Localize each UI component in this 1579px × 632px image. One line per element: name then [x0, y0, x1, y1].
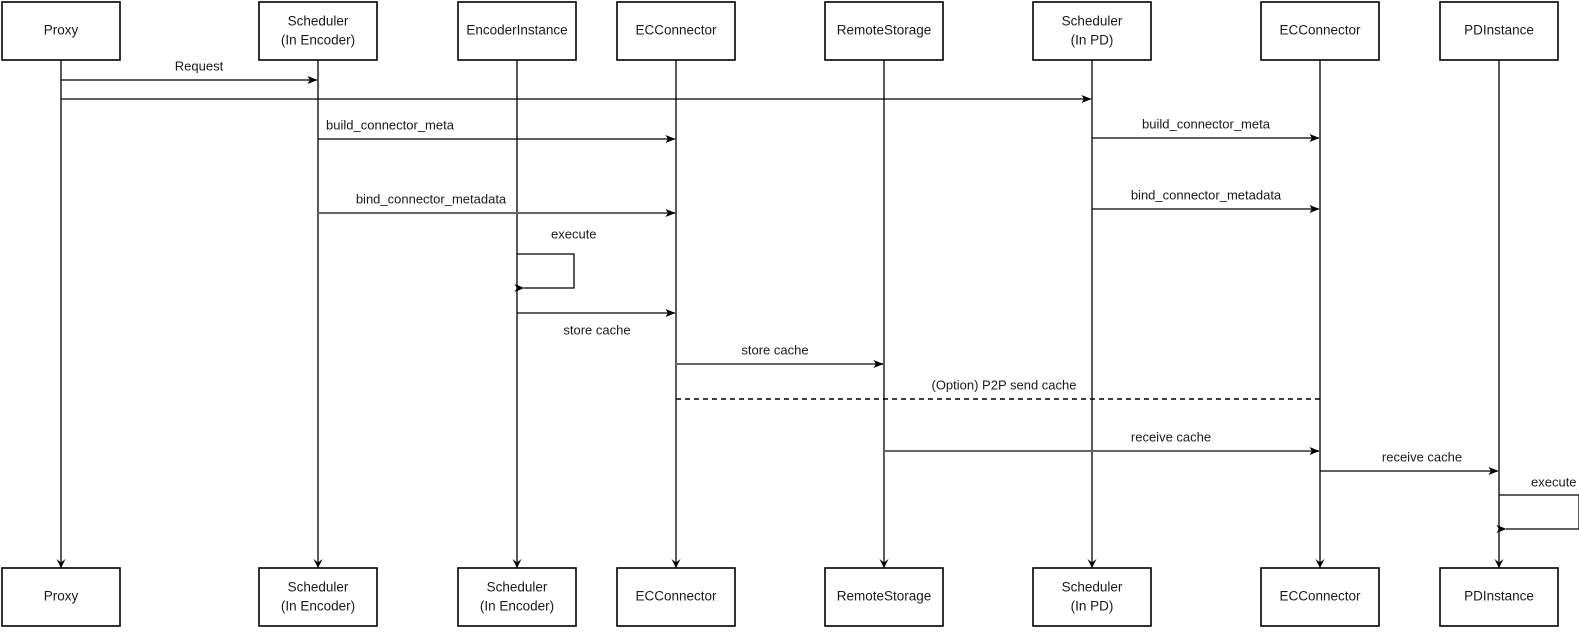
self-loop-path-sl1 — [514, 253, 575, 292]
message-m4[interactable]: build_connector_meta — [1092, 116, 1320, 142]
message-label-m5: bind_connector_metadata — [356, 191, 507, 206]
message-label-m4: build_connector_meta — [1142, 116, 1271, 131]
participant-bottom-rect-pd_inst — [1439, 567, 1559, 627]
participant-top-rect-proxy — [1, 1, 121, 61]
lifeline-end-arrow-pd_inst — [1494, 559, 1504, 568]
self-loop-label-sl2: execute — [1531, 474, 1577, 489]
message-m7[interactable]: store cache — [517, 309, 676, 337]
lifeline-end-arrow-sched_pd — [1087, 559, 1097, 568]
participant-top-rect-sched_pd — [1032, 1, 1152, 61]
lifeline-end-arrow-proxy — [56, 559, 66, 568]
message-m1[interactable]: Request — [61, 58, 318, 84]
message-label-m10: receive cache — [1131, 429, 1211, 444]
messages-layer: Request build_connector_meta build_connect… — [61, 58, 1499, 475]
participant-bottom-label-line2-sched_enc: (In Encoder) — [281, 599, 355, 614]
message-label-m7: store cache — [563, 322, 630, 337]
participant-bottom-label-line2-encoder_inst: (In Encoder) — [480, 599, 554, 614]
participant-top-rect-ec_conn_2 — [1260, 1, 1380, 61]
message-m11[interactable]: receive cache — [1320, 449, 1499, 475]
participant-bottom-encoder_inst[interactable]: Scheduler (In Encoder) — [457, 567, 577, 627]
participant-bottom-rect-remote — [824, 567, 944, 627]
message-m8[interactable]: store cache — [676, 342, 884, 368]
lifeline-end-arrow-sched_enc — [313, 559, 323, 568]
message-label-m3: build_connector_meta — [326, 117, 455, 132]
lifeline-end-arrow-ec_conn_2 — [1315, 559, 1325, 568]
message-label-m6: bind_connector_metadata — [1131, 187, 1282, 202]
participant-top-label-proxy: Proxy — [44, 23, 79, 38]
participant-top-rect-remote — [824, 1, 944, 61]
participant-bottom-rect-encoder_inst — [457, 567, 577, 627]
participant-bottom-rect-sched_enc — [258, 567, 378, 627]
participant-top-label-pd_inst: PDInstance — [1464, 23, 1534, 38]
message-m6[interactable]: bind_connector_metadata — [1092, 187, 1320, 213]
participant-bottom-pd_inst[interactable]: PDInstance — [1439, 567, 1559, 627]
participant-top-remote[interactable]: RemoteStorage — [824, 1, 944, 61]
participant-bottom-rect-sched_pd — [1032, 567, 1152, 627]
message-label-m11: receive cache — [1382, 449, 1462, 464]
participant-bottom-sched_pd[interactable]: Scheduler (In PD) — [1032, 567, 1152, 627]
message-m5[interactable]: bind_connector_metadata — [318, 191, 676, 217]
participant-bottom-label-pd_inst: PDInstance — [1464, 589, 1534, 604]
participant-top-pd_inst[interactable]: PDInstance — [1439, 1, 1559, 61]
participant-bottom-label-line1-encoder_inst: Scheduler — [487, 580, 548, 595]
participant-top-rect-pd_inst — [1439, 1, 1559, 61]
participant-top-rect-ec_conn_1 — [616, 1, 736, 61]
participant-bottom-rect-proxy — [1, 567, 121, 627]
participant-top-label-remote: RemoteStorage — [837, 23, 932, 38]
message-m10[interactable]: receive cache — [884, 429, 1320, 455]
self-loops-layer: execute execute — [514, 226, 1579, 533]
participant-bottom-label-ec_conn_2: ECConnector — [1279, 589, 1361, 604]
participant-top-sched_enc[interactable]: Scheduler (In Encoder) — [258, 1, 378, 61]
message-m3[interactable]: build_connector_meta — [318, 117, 676, 143]
participant-bottom-rect-ec_conn_2 — [1260, 567, 1380, 627]
participant-top-label-line2-sched_pd: (In PD) — [1071, 33, 1114, 48]
participant-top-ec_conn_1[interactable]: ECConnector — [616, 1, 736, 61]
participant-bottom-label-line1-sched_pd: Scheduler — [1062, 580, 1123, 595]
lifeline-end-arrow-remote — [879, 559, 889, 568]
message-label-m8: store cache — [741, 342, 808, 357]
participant-top-label-line1-sched_enc: Scheduler — [288, 14, 349, 29]
participant-bottom-label-remote: RemoteStorage — [837, 589, 932, 604]
self-loop-sl1[interactable]: execute — [514, 226, 597, 292]
lifeline-end-arrow-encoder_inst — [512, 559, 522, 568]
bottom-participant-boxes: Proxy Scheduler (In Encoder) Scheduler (In E… — [1, 567, 1559, 627]
lifelines-layer — [56, 60, 1504, 568]
participant-bottom-ec_conn_1[interactable]: ECConnector — [616, 567, 736, 627]
participant-bottom-proxy[interactable]: Proxy — [1, 567, 121, 627]
participant-top-label-encoder_inst: EncoderInstance — [466, 23, 567, 38]
participant-top-label-line1-sched_pd: Scheduler — [1062, 14, 1123, 29]
self-loop-sl2[interactable]: execute — [1496, 474, 1579, 533]
participant-bottom-remote[interactable]: RemoteStorage — [824, 567, 944, 627]
participant-bottom-ec_conn_2[interactable]: ECConnector — [1260, 567, 1380, 627]
message-m9[interactable]: (Option) P2P send cache — [676, 377, 1320, 400]
participant-top-label-line2-sched_enc: (In Encoder) — [281, 33, 355, 48]
participant-top-rect-sched_enc — [258, 1, 378, 61]
message-label-m9: (Option) P2P send cache — [931, 377, 1076, 392]
self-loop-label-sl1: execute — [551, 226, 597, 241]
participant-bottom-label-line1-sched_enc: Scheduler — [288, 580, 349, 595]
participant-bottom-label-line2-sched_pd: (In PD) — [1071, 599, 1114, 614]
self-loop-path-sl2 — [1496, 494, 1579, 533]
participant-top-label-ec_conn_2: ECConnector — [1279, 23, 1361, 38]
participant-top-sched_pd[interactable]: Scheduler (In PD) — [1032, 1, 1152, 61]
participant-top-proxy[interactable]: Proxy — [1, 1, 121, 61]
participant-top-rect-encoder_inst — [457, 1, 577, 61]
message-label-m1: Request — [175, 58, 224, 73]
participant-top-encoder_inst[interactable]: EncoderInstance — [457, 1, 577, 61]
participant-bottom-label-proxy: Proxy — [44, 589, 79, 604]
participant-bottom-sched_enc[interactable]: Scheduler (In Encoder) — [258, 567, 378, 627]
participant-bottom-label-ec_conn_1: ECConnector — [635, 589, 717, 604]
lifeline-end-arrow-ec_conn_1 — [671, 559, 681, 568]
participant-bottom-rect-ec_conn_1 — [616, 567, 736, 627]
participant-top-label-ec_conn_1: ECConnector — [635, 23, 717, 38]
top-participant-boxes: Proxy Scheduler (In Encoder) EncoderInstanc… — [1, 1, 1559, 61]
participant-top-ec_conn_2[interactable]: ECConnector — [1260, 1, 1380, 61]
